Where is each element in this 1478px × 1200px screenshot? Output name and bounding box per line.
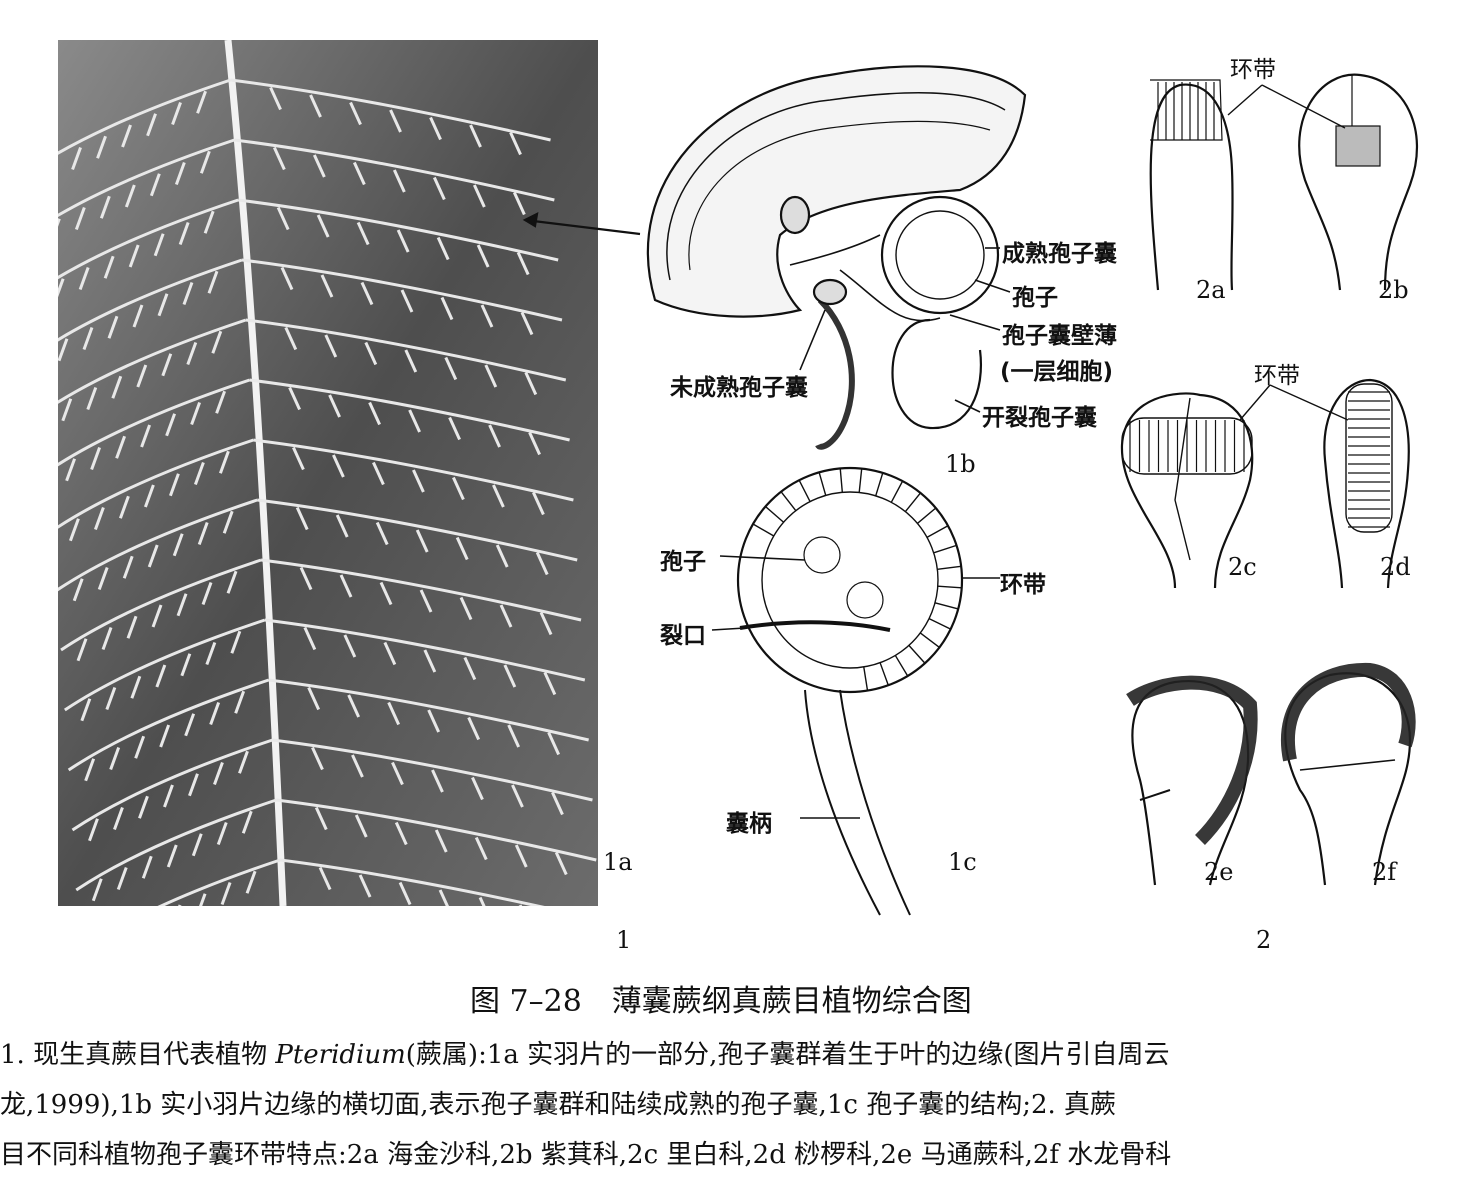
panel-label-2a: 2a [1196, 276, 1226, 304]
label-mature-sporangium: 成熟孢子囊 [1002, 241, 1117, 267]
sporangium-2e [1126, 675, 1258, 886]
immature-sporangium [812, 278, 848, 306]
label-thin-wall: 孢子囊壁薄 [1002, 323, 1117, 349]
label-annulus-2cd: 环带 [1254, 363, 1300, 389]
figure-title: 薄囊蕨纲真蕨目植物综合图 [611, 984, 972, 1019]
panel-label-2e: 2e [1204, 858, 1234, 886]
figure-description: 1. 现生真蕨目代表植物 Pteridium(蕨属):1a 实羽片的一部分,孢子… [0, 1030, 1478, 1180]
panel-label-1c: 1c [948, 848, 977, 876]
mature-sporangium [789, 195, 1000, 315]
label-stalk: 囊柄 [726, 811, 772, 837]
label-dehisced-sporangium: 开裂孢子囊 [982, 405, 1097, 431]
panel-label-1b: 1b [945, 450, 976, 478]
panel-label-2c: 2c [1228, 553, 1257, 581]
sporangium-2a [1149, 79, 1263, 291]
sporangium-2b [1261, 73, 1419, 291]
immature-sporangium-stalk [815, 297, 855, 450]
group-label-1: 1 [616, 926, 632, 954]
figure-number: 图 7–28 [470, 984, 582, 1019]
sporangium-2f [1281, 662, 1416, 886]
sporangium-2d [1269, 378, 1410, 589]
label-annulus-1c: 环带 [1000, 572, 1046, 598]
sporangium-structure [736, 466, 964, 916]
genus-name: Pteridium [275, 1040, 406, 1070]
description-line-1: 1. 现生真蕨目代表植物 Pteridium(蕨属):1a 实羽片的一部分,孢子… [0, 1040, 1170, 1070]
figure-caption: 图 7–28 薄囊蕨纲真蕨目植物综合图 [470, 976, 972, 1020]
fern-frond-illustration [58, 40, 598, 906]
panel-label-2f: 2f [1372, 858, 1397, 886]
panel-label-2b: 2b [1378, 276, 1409, 304]
fern-frond-photo [58, 40, 598, 906]
label-immature-sporangium: 未成熟孢子囊 [670, 375, 808, 401]
description-line-3: 目不同科植物孢子囊环带特点:2a 海金沙科,2b 紫萁科,2c 里白科,2d 桫… [0, 1140, 1172, 1170]
description-line-2: 龙,1999),1b 实小羽片边缘的横切面,表示孢子囊群和陆续成熟的孢子囊,1c… [0, 1090, 1117, 1120]
pointer-arrow [524, 218, 641, 236]
label-one-layer: (一层细胞) [1000, 359, 1114, 385]
label-spore-1c: 孢子 [660, 549, 706, 575]
group-label-2: 2 [1256, 926, 1272, 954]
label-annulus-2ab: 环带 [1230, 57, 1276, 83]
label-spore-1b: 孢子 [1012, 285, 1058, 311]
panel-label-2d: 2d [1380, 553, 1411, 581]
pinnule-cross-section [646, 65, 1027, 318]
label-stomium: 裂口 [660, 623, 706, 649]
panel-label-1a: 1a [603, 848, 633, 876]
sporangium-2c [1120, 384, 1271, 589]
line-drawings [522, 65, 1419, 916]
